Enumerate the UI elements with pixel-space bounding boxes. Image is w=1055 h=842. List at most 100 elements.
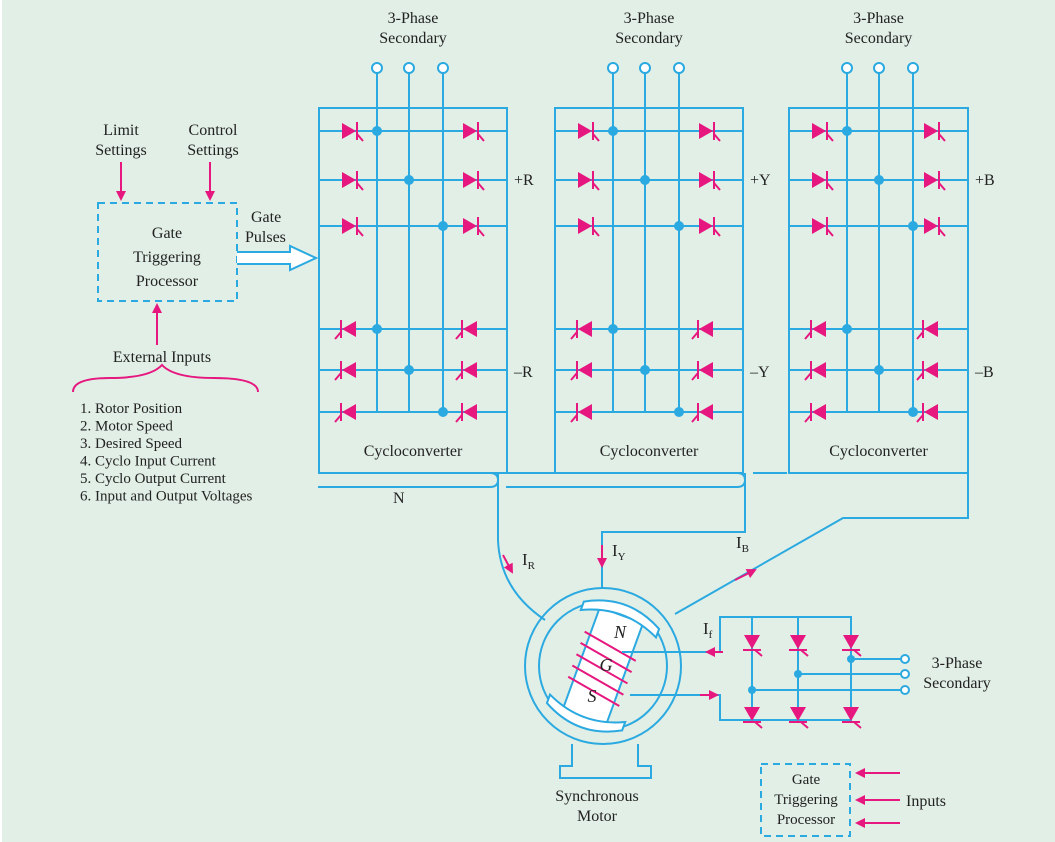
thyristor-right-body	[463, 123, 477, 139]
thyristor-left	[342, 171, 364, 191]
rect-thyristor-top-body	[843, 635, 859, 649]
thyristor-left	[570, 403, 592, 423]
junction-dot	[438, 221, 448, 231]
rotor-pole-n: N	[613, 622, 627, 642]
cycloconverter-section: 3-PhaseSecondaryCycloconverter+R–R3-Phas…	[318, 10, 995, 474]
supply-terminal	[607, 62, 619, 74]
synchronous-motor: N G S Synchronous Motor	[524, 587, 682, 825]
thyristor-left-gate	[570, 320, 578, 340]
gtp-label-line3: Processor	[136, 273, 199, 290]
phase-r-wire	[497, 473, 546, 621]
junction-dot	[608, 126, 618, 136]
thyristor-left-gate	[570, 403, 578, 423]
gate-pulses-line1: Gate	[251, 209, 281, 226]
thyristor-right-body	[924, 321, 938, 337]
thyristor-right	[463, 217, 485, 237]
rect-thyristor-top	[789, 635, 809, 657]
thyristor-left	[578, 171, 600, 191]
external-input-item: 6. Input and Output Voltages	[80, 489, 253, 505]
thyristor-left-body	[578, 172, 592, 188]
thyristor-left	[334, 361, 356, 381]
junction-dot	[674, 221, 684, 231]
main-controller-section: Gate Triggering Processor Limit Settings…	[72, 122, 319, 505]
rotor-pole-s: S	[588, 686, 597, 706]
thyristor-left-gate	[826, 122, 834, 142]
limit-settings-line2: Settings	[95, 142, 147, 159]
thyristor-right-body	[699, 362, 713, 378]
junction-dot	[908, 407, 918, 417]
field-gtp-line2: Triggering	[774, 792, 838, 808]
thyristor-left	[342, 217, 364, 237]
thyristor-left-body	[812, 172, 826, 188]
thyristor-left-gate	[334, 361, 342, 381]
thyristor-right-body	[699, 123, 713, 139]
junction-dot	[640, 365, 650, 375]
thyristor-right	[924, 171, 946, 191]
thyristor-left	[578, 122, 600, 142]
rect-secondary-line2: Secondary	[923, 675, 991, 692]
thyristor-left-gate	[592, 122, 600, 142]
thyristor-right-gate	[691, 320, 699, 340]
rotor-pole-g: G	[600, 655, 613, 675]
thyristor-left	[334, 320, 356, 340]
ir-label: IR	[522, 550, 536, 572]
rect-thyristor-bottom	[743, 707, 763, 729]
thyristor-left	[812, 171, 834, 191]
thyristor-left-body	[342, 172, 356, 188]
thyristor-left-body	[342, 362, 356, 378]
thyristor-right-body	[699, 321, 713, 337]
thyristor-right-gate	[691, 403, 699, 423]
thyristor-right	[916, 320, 938, 340]
control-settings-line2: Settings	[187, 142, 239, 159]
thyristor-right	[463, 171, 485, 191]
thyristor-left-body	[342, 321, 356, 337]
supply-terminal	[437, 62, 449, 74]
thyristor-right-gate	[713, 217, 721, 237]
thyristor-right-gate	[916, 403, 924, 423]
cycloconverter-label: Cycloconverter	[364, 443, 463, 460]
phase-b-wire	[674, 108, 969, 615]
thyristor-left-gate	[356, 171, 364, 191]
thyristor-left-gate	[334, 320, 342, 340]
thyristor-right-body	[463, 362, 477, 378]
thyristor-left-gate	[356, 122, 364, 142]
thyristor-left-gate	[804, 403, 812, 423]
rectifier-bus	[622, 616, 852, 721]
field-rectifier: If 3-Phase Secondary	[622, 616, 991, 729]
motor-label-line2: Motor	[577, 808, 618, 825]
motor-rotor	[545, 599, 661, 733]
rotor-pole-top	[579, 599, 661, 640]
external-inputs-brace	[72, 363, 259, 393]
thyristor-left	[812, 217, 834, 237]
thyristor-right	[916, 403, 938, 423]
thyristor-right-body	[924, 172, 938, 188]
thyristor-right-body	[699, 218, 713, 234]
rect-node-1	[847, 655, 855, 663]
gate-triggering-processor-box	[97, 202, 238, 302]
supply-terminal	[371, 62, 383, 74]
phase-minus-label: –R	[513, 364, 533, 381]
thyristor-left-body	[578, 362, 592, 378]
supply-terminal	[639, 62, 651, 74]
junction-dot	[640, 175, 650, 185]
thyristor-right-body	[924, 218, 938, 234]
field-gtp-line3: Processor	[777, 812, 835, 828]
rect-thyristor-bottom-body	[790, 707, 806, 721]
thyristor-left-gate	[592, 217, 600, 237]
rect-thyristor-bottom-body	[744, 707, 760, 721]
junction-dot	[372, 324, 382, 334]
ib-label: IB	[736, 533, 749, 555]
rect-terminal-1	[900, 654, 910, 664]
limit-settings-line1: Limit	[103, 122, 139, 139]
thyristor-left	[342, 122, 364, 142]
thyristor-right-gate	[691, 361, 699, 381]
thyristor-right	[455, 320, 477, 340]
junction-dot	[404, 365, 414, 375]
neutral-label: N	[393, 490, 405, 507]
thyristor-left	[570, 361, 592, 381]
rotor-pole-bottom	[545, 692, 627, 733]
junction-dot	[674, 407, 684, 417]
rect-thyristor-top-gate	[789, 649, 809, 657]
thyristor-left-gate	[334, 403, 342, 423]
thyristor-left	[334, 403, 356, 423]
